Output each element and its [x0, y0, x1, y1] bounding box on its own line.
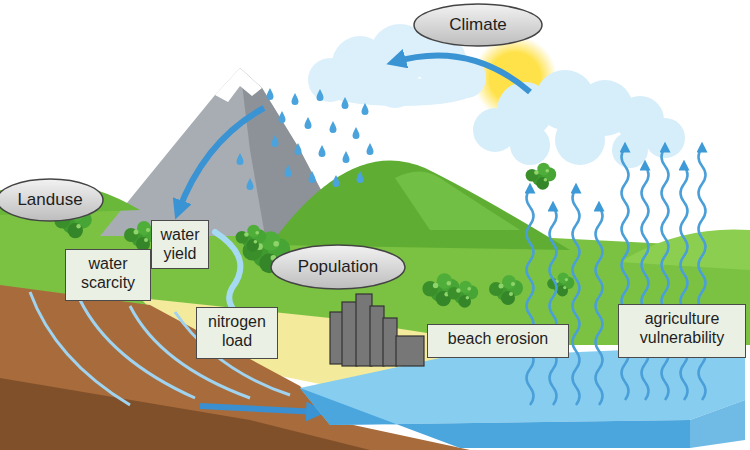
- vegetation-part: [448, 281, 479, 308]
- hills-part: [395, 172, 520, 231]
- rain-part: [317, 89, 324, 101]
- mountain-part: [215, 68, 262, 102]
- node-label: beach erosion: [433, 329, 563, 348]
- evaporation-arrows-part: [550, 205, 557, 405]
- runoff-arrow: [178, 108, 264, 212]
- rain-part: [285, 165, 292, 177]
- indicator-box: agriculture vulnerability: [618, 304, 746, 358]
- vegetation: [54, 163, 574, 308]
- city-part: [396, 336, 424, 366]
- ellipse-shape: [414, 4, 542, 46]
- city-part: [383, 318, 397, 366]
- cloud-right-part: [645, 118, 685, 158]
- node-label: water yield: [157, 225, 203, 263]
- hills-part: [270, 160, 570, 250]
- cloud-drift-arrow: [394, 55, 530, 92]
- rain-part: [295, 143, 302, 155]
- ellipse-shape: [0, 179, 103, 221]
- land-surface-part: [620, 229, 750, 270]
- rain-part: [342, 97, 349, 109]
- indicator-box: beach erosion: [427, 324, 569, 358]
- rain-part: [279, 111, 286, 123]
- city: [330, 294, 424, 366]
- rain-part: [292, 93, 299, 105]
- vegetation-part: [489, 275, 523, 305]
- cloud-right-part: [612, 132, 648, 168]
- sea-part: [690, 400, 745, 448]
- evaporation-arrows-part: [662, 146, 669, 400]
- cloud-right-part: [510, 125, 550, 165]
- rain-part: [247, 178, 254, 190]
- node-label: agriculture vulnerability: [624, 309, 740, 347]
- evaporation-arrows-part: [642, 164, 649, 400]
- soil-section-part: [200, 406, 318, 412]
- rain: [237, 88, 374, 190]
- cloud-top-part: [325, 78, 475, 106]
- node-label: Landuse: [17, 190, 82, 210]
- indicator-box: water scarcity: [65, 249, 151, 301]
- city-part: [370, 306, 384, 366]
- rain-part: [343, 151, 350, 163]
- cloud-right-part: [555, 115, 605, 165]
- rain-part: [272, 135, 279, 147]
- node-label: Population: [298, 257, 378, 277]
- indicator-box: water yield: [151, 220, 209, 269]
- rain-part: [362, 103, 369, 115]
- rain-part: [309, 171, 316, 183]
- evaporation-arrows: [527, 146, 706, 405]
- driver-ellipse: Climate: [413, 3, 543, 47]
- cloud-right: [473, 70, 685, 168]
- evaporation-arrows-part: [573, 187, 580, 405]
- vegetation-part: [526, 163, 557, 190]
- indicator-box: nitrogen load: [196, 307, 278, 359]
- ellipse-shape: [271, 245, 405, 289]
- evaporation-arrows-part: [527, 187, 534, 405]
- driver-ellipse: Landuse: [0, 178, 104, 222]
- node-label: water scarcity: [71, 254, 145, 292]
- rain-part: [305, 117, 312, 129]
- rain-part: [267, 88, 274, 100]
- rain-part: [353, 127, 360, 139]
- evaporation-arrows-part: [699, 146, 706, 400]
- rain-part: [330, 121, 337, 133]
- rain-part: [237, 153, 244, 165]
- evaporation-arrows-part: [596, 205, 603, 405]
- vegetation-part: [236, 225, 267, 252]
- node-label: Climate: [449, 15, 507, 35]
- node-label: nitrogen load: [202, 312, 272, 350]
- rain-part: [333, 175, 340, 187]
- rain-part: [319, 145, 326, 157]
- rain-part: [357, 171, 364, 183]
- city-part: [342, 302, 357, 366]
- driver-ellipse: Population: [270, 244, 406, 290]
- evaporation-arrows-part: [681, 164, 688, 400]
- evaporation-arrows-part: [622, 146, 629, 400]
- sea-part: [300, 388, 690, 448]
- rain-part: [367, 143, 374, 155]
